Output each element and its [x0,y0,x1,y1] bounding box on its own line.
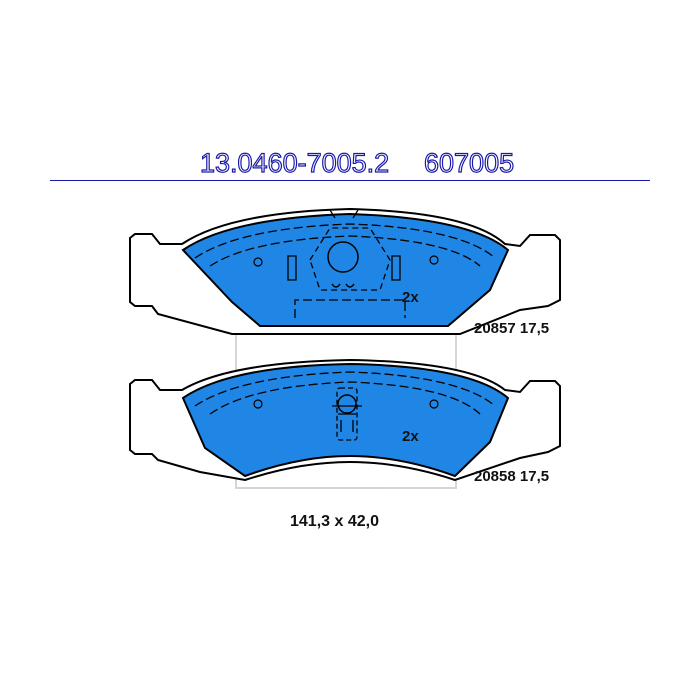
friction-lining-top [181,212,510,327]
header: 13.0460-7005.2 607005 [0,147,700,182]
pad-code-bottom: 20858 17,5 [474,468,550,485]
pad-code-top: 20857 17,5 [474,320,550,337]
pad-bottom [129,358,561,482]
header-rule [50,180,650,181]
pad-quantity-bottom: 2x [402,428,419,445]
pad-top [129,207,561,335]
pad-dimensions: 141,3 x 42,0 [290,513,379,530]
part-number: 13.0460-7005.2 [199,147,390,178]
pad-quantity-top: 2x [402,289,419,306]
reference-number: 607005 [423,147,515,178]
